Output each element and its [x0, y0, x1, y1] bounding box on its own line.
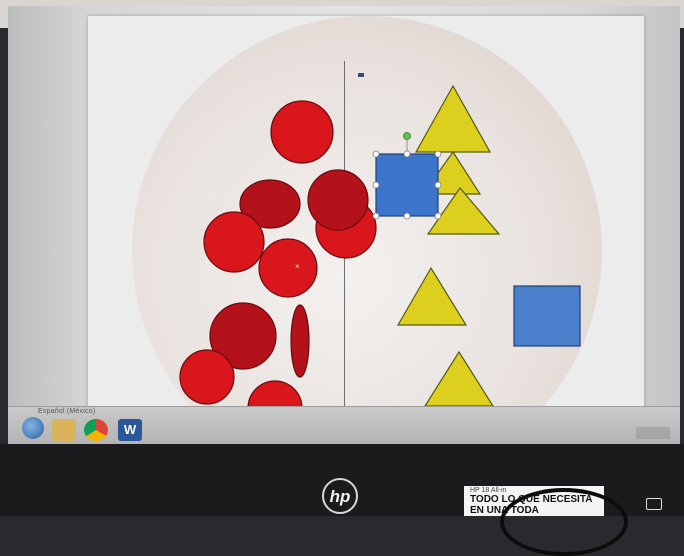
system-tray[interactable]	[636, 427, 670, 439]
selection-handle[interactable]	[435, 213, 441, 219]
yellow-triangle[interactable]	[398, 268, 466, 325]
selection-handle[interactable]	[435, 151, 441, 157]
red-circle[interactable]	[271, 101, 333, 163]
language-indicator: Español (México)	[38, 408, 95, 415]
chrome-icon[interactable]	[84, 419, 108, 441]
selection-handle[interactable]	[435, 182, 441, 188]
selection-handle[interactable]	[373, 213, 379, 219]
red-circle[interactable]	[204, 212, 264, 272]
red-circle[interactable]	[308, 170, 368, 230]
red-circle[interactable]	[259, 239, 317, 297]
blue-square-selected[interactable]	[376, 154, 438, 216]
word-icon[interactable]: W	[118, 419, 142, 441]
slide-canvas[interactable]: ×	[88, 16, 644, 431]
blue-square[interactable]	[514, 286, 580, 346]
hp-logo: hp	[322, 478, 358, 514]
file-explorer-icon[interactable]	[52, 419, 76, 441]
sticker-model: HP 18 All-in	[470, 487, 506, 494]
yellow-triangle[interactable]	[416, 86, 490, 152]
yellow-triangle[interactable]	[428, 188, 499, 234]
taskbar: Español (México) W	[8, 406, 680, 445]
monitor-button-icon[interactable]	[646, 498, 662, 510]
selection-handle[interactable]	[373, 182, 379, 188]
cable	[500, 488, 628, 556]
selection-handle[interactable]	[373, 151, 379, 157]
red-circle[interactable]	[180, 350, 234, 404]
cursor-mark: ×	[295, 262, 300, 271]
windows-start-icon[interactable]	[22, 417, 44, 439]
monitor-screen: ×	[8, 6, 680, 438]
selection-handle[interactable]	[404, 151, 410, 157]
yellow-triangle[interactable]	[425, 352, 493, 406]
red-ellipse[interactable]	[291, 305, 309, 377]
selection-handle[interactable]	[404, 213, 410, 219]
shapes-layer: ×	[88, 16, 644, 431]
rotate-handle[interactable]	[404, 133, 411, 140]
